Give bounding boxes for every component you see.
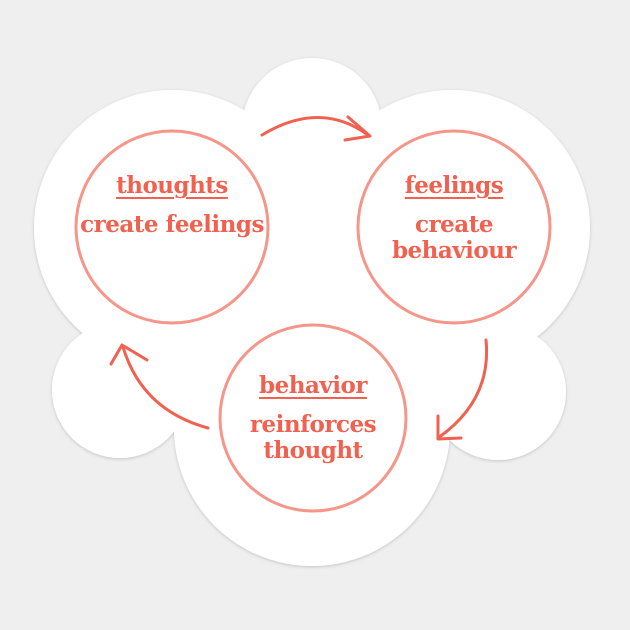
node-description: create feelings	[80, 211, 264, 238]
node-circle-behavior	[218, 323, 408, 513]
node-circle-thoughts	[74, 129, 270, 325]
node-title: behavior	[259, 372, 367, 399]
node-title: feelings	[404, 172, 504, 199]
node-circle-feelings	[356, 129, 552, 325]
sticker-bump-top	[242, 58, 382, 198]
sticker-center	[165, 150, 465, 450]
sticker-bump-right	[430, 324, 566, 460]
node-behavior: behavior reinforces thought	[213, 372, 413, 464]
arrow-behavior-to-thoughts	[109, 343, 210, 430]
sticker-bump-left	[52, 322, 188, 458]
node-description: create behaviour	[391, 211, 517, 264]
arrow-feelings-to-behavior	[436, 338, 489, 441]
sticker-background	[34, 58, 590, 566]
node-thoughts: thoughts create feelings	[72, 172, 272, 238]
node-feelings: feelings create behaviour	[354, 172, 554, 264]
arrow-thoughts-to-feelings	[260, 115, 372, 142]
node-description: reinforces thought	[249, 411, 377, 464]
node-title: thoughts	[116, 172, 228, 199]
